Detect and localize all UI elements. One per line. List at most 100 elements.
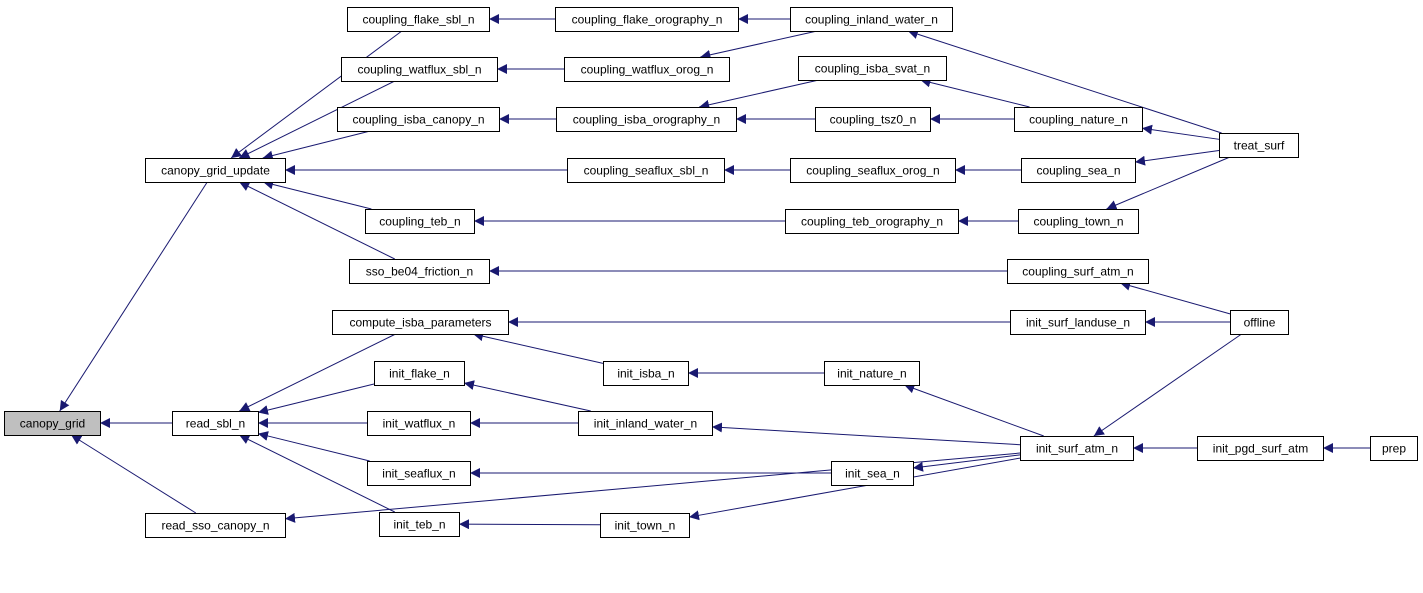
- node-box: [1014, 107, 1143, 132]
- node-compute_isba_parameters[interactable]: compute_isba_parameters: [332, 310, 509, 335]
- node-canopy_grid[interactable]: canopy_grid: [4, 411, 101, 436]
- node-box: [145, 513, 286, 538]
- node-box: [556, 107, 737, 132]
- node-canopy_grid_update[interactable]: canopy_grid_update: [145, 158, 286, 183]
- node-coupling_flake_orography_n[interactable]: coupling_flake_orography_n: [555, 7, 739, 32]
- node-label: sso_be04_friction_n: [366, 265, 473, 279]
- node-coupling_inland_water_n[interactable]: coupling_inland_water_n: [790, 7, 953, 32]
- graph-nodes: canopy_grid canopy_grid_update read_sbl_nr…: [4, 7, 1418, 538]
- node-label: init_surf_atm_n: [1036, 442, 1118, 456]
- node-label: prep: [1382, 442, 1406, 456]
- node-coupling_teb_orography_n[interactable]: coupling_teb_orography_n: [785, 209, 959, 234]
- node-label: compute_isba_parameters: [349, 316, 491, 330]
- node-coupling_surf_atm_n[interactable]: coupling_surf_atm_n: [1007, 259, 1149, 284]
- node-box: [374, 361, 465, 386]
- edge-init_inland_water_n-to-init_flake_n: [463, 380, 591, 412]
- node-label: coupling_surf_atm_n: [1022, 265, 1133, 279]
- node-label: init_teb_n: [393, 518, 445, 532]
- edge-coupling_isba_svat_n-to-coupling_isba_orography_n: [699, 79, 819, 110]
- node-label: coupling_seaflux_sbl_n: [584, 164, 709, 178]
- node-init_watflux_n[interactable]: init_watflux_n: [367, 411, 471, 436]
- node-coupling_flake_sbl_n[interactable]: coupling_flake_sbl_n: [347, 7, 490, 32]
- node-box: [1219, 133, 1299, 158]
- node-box: [790, 7, 953, 32]
- edge-coupling_nature_n-to-coupling_isba_svat_n: [920, 77, 1030, 108]
- node-box: [341, 57, 498, 82]
- node-coupling_sea_n[interactable]: coupling_sea_n: [1021, 158, 1136, 183]
- node-init_seaflux_n[interactable]: init_seaflux_n: [367, 461, 471, 486]
- edge-init_surf_atm_n-to-init_town_n: [688, 457, 1021, 521]
- edge-init_surf_atm_n-to-init_inland_water_n: [711, 422, 1021, 446]
- edge-coupling_watflux_sbl_n-to-canopy_grid_update: [239, 80, 395, 159]
- node-offline[interactable]: offline: [1230, 310, 1289, 335]
- node-label: coupling_flake_orography_n: [572, 13, 723, 27]
- node-box: [603, 361, 689, 386]
- edge-init_teb_n-to-read_sbl_n: [239, 434, 395, 513]
- node-coupling_isba_svat_n[interactable]: coupling_isba_svat_n: [798, 56, 947, 81]
- node-prep[interactable]: prep: [1370, 436, 1418, 461]
- node-init_town_n[interactable]: init_town_n: [600, 513, 690, 538]
- node-coupling_isba_canopy_n[interactable]: coupling_isba_canopy_n: [337, 107, 500, 132]
- node-label: coupling_flake_sbl_n: [362, 13, 474, 27]
- node-label: init_seaflux_n: [382, 467, 455, 481]
- node-box: [365, 209, 475, 234]
- node-read_sso_canopy_n[interactable]: read_sso_canopy_n: [145, 513, 286, 538]
- node-init_inland_water_n[interactable]: init_inland_water_n: [578, 411, 713, 436]
- node-box: [145, 158, 286, 183]
- node-box: [555, 7, 739, 32]
- edge-coupling_flake_sbl_n-to-canopy_grid_update: [230, 30, 403, 159]
- node-box: [578, 411, 713, 436]
- node-box: [332, 310, 509, 335]
- node-init_isba_n[interactable]: init_isba_n: [603, 361, 689, 386]
- node-label: coupling_sea_n: [1036, 164, 1120, 178]
- node-box: [367, 411, 471, 436]
- node-box: [1020, 436, 1134, 461]
- node-coupling_isba_orography_n[interactable]: coupling_isba_orography_n: [556, 107, 737, 132]
- node-box: [785, 209, 959, 234]
- node-init_nature_n[interactable]: init_nature_n: [824, 361, 920, 386]
- edge-init_flake_n-to-read_sbl_n: [257, 383, 375, 415]
- node-sso_be04_friction_n[interactable]: sso_be04_friction_n: [349, 259, 490, 284]
- node-coupling_seaflux_orog_n[interactable]: coupling_seaflux_orog_n: [790, 158, 956, 183]
- node-init_teb_n[interactable]: init_teb_n: [379, 512, 460, 537]
- edge-treat_surf-to-coupling_inland_water_n: [907, 29, 1222, 134]
- node-label: coupling_tsz0_n: [830, 113, 917, 127]
- edge-coupling_isba_canopy_n-to-canopy_grid_update: [262, 130, 371, 161]
- node-box: [367, 461, 471, 486]
- edge-sso_be04_friction_n-to-canopy_grid_update: [239, 181, 395, 260]
- node-coupling_teb_n[interactable]: coupling_teb_n: [365, 209, 475, 234]
- node-label: init_flake_n: [389, 367, 450, 381]
- node-label: init_inland_water_n: [594, 417, 697, 431]
- node-treat_surf[interactable]: treat_surf: [1219, 133, 1299, 158]
- node-box: [337, 107, 500, 132]
- node-init_flake_n[interactable]: init_flake_n: [374, 361, 465, 386]
- node-coupling_seaflux_sbl_n[interactable]: coupling_seaflux_sbl_n: [567, 158, 725, 183]
- edge-coupling_inland_water_n-to-coupling_watflux_orog_n: [700, 30, 818, 60]
- node-read_sbl_n[interactable]: read_sbl_n: [172, 411, 259, 436]
- node-box: [4, 411, 101, 436]
- node-box: [831, 461, 914, 486]
- node-label: coupling_teb_orography_n: [801, 215, 943, 229]
- node-label: treat_surf: [1234, 139, 1285, 153]
- node-label: init_surf_landuse_n: [1026, 316, 1130, 330]
- node-box: [564, 57, 730, 82]
- node-init_surf_atm_n[interactable]: init_surf_atm_n: [1020, 436, 1134, 461]
- edge-treat_surf-to-coupling_town_n: [1106, 156, 1231, 210]
- node-box: [790, 158, 956, 183]
- node-coupling_tsz0_n[interactable]: coupling_tsz0_n: [815, 107, 931, 132]
- node-coupling_town_n[interactable]: coupling_town_n: [1018, 209, 1139, 234]
- node-init_pgd_surf_atm[interactable]: init_pgd_surf_atm: [1197, 436, 1324, 461]
- node-coupling_watflux_sbl_n[interactable]: coupling_watflux_sbl_n: [341, 57, 498, 82]
- edge-treat_surf-to-coupling_nature_n: [1141, 124, 1220, 140]
- node-coupling_nature_n[interactable]: coupling_nature_n: [1014, 107, 1143, 132]
- edge-compute_isba_parameters-to-read_sbl_n: [239, 333, 396, 412]
- node-label: init_isba_n: [617, 367, 674, 381]
- node-coupling_watflux_orog_n[interactable]: coupling_watflux_orog_n: [564, 57, 730, 82]
- node-box: [1197, 436, 1324, 461]
- node-label: init_town_n: [615, 519, 676, 533]
- edge-offline-to-coupling_surf_atm_n: [1120, 280, 1231, 315]
- node-init_sea_n[interactable]: init_sea_n: [831, 461, 914, 486]
- node-init_surf_landuse_n[interactable]: init_surf_landuse_n: [1010, 310, 1146, 335]
- node-label: coupling_teb_n: [379, 215, 460, 229]
